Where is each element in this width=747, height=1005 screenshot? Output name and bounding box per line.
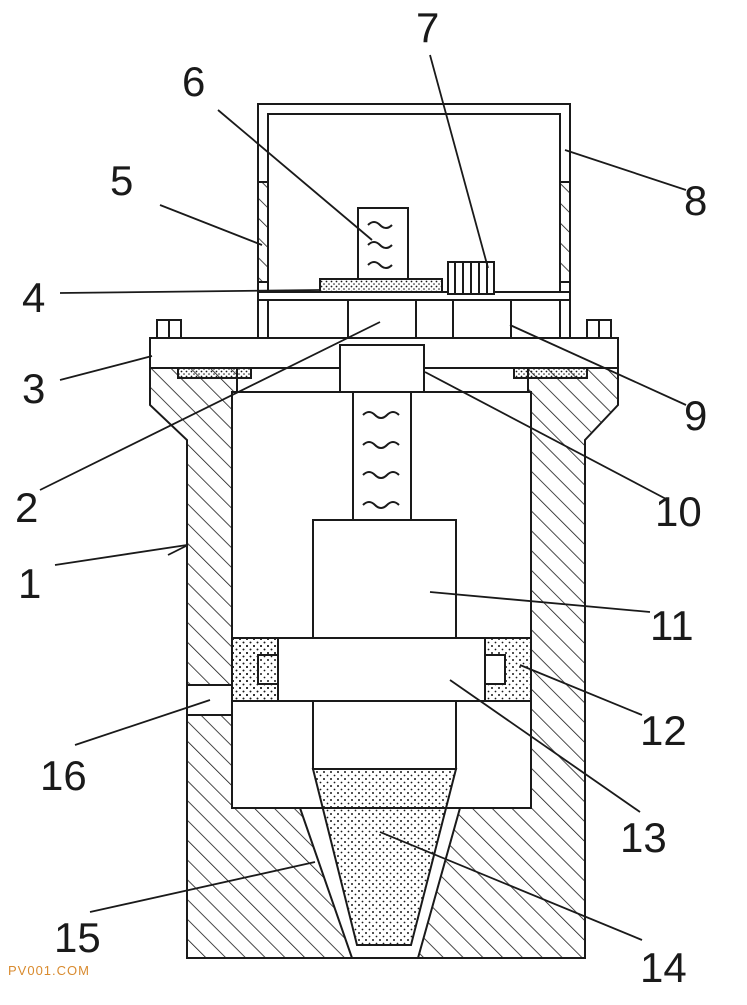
gear-seat [452, 299, 512, 339]
seal-ring-right [513, 367, 588, 379]
shaft-sleeve [312, 700, 457, 770]
large-gear [319, 278, 443, 293]
nut-block [339, 344, 425, 393]
label-13: 13 [620, 814, 667, 861]
label-6: 6 [182, 58, 205, 105]
label-7: 7 [416, 4, 439, 51]
label-3: 3 [22, 365, 45, 412]
label-9: 9 [684, 392, 707, 439]
top-cover [257, 103, 571, 338]
label-15: 15 [54, 914, 101, 961]
label-8: 8 [684, 177, 707, 224]
screw-rod [352, 391, 412, 521]
watermark: PV001.COM [8, 963, 90, 978]
label-2: 2 [15, 484, 38, 531]
seal-ring-left [177, 367, 252, 379]
mounting-plate [257, 291, 571, 301]
label-16: 16 [40, 752, 87, 799]
part-labels: 1 2 3 4 5 6 7 8 9 10 11 12 13 14 15 16 [15, 4, 707, 991]
lower-block [312, 519, 457, 639]
cone-tip [311, 768, 458, 946]
slide-plate [231, 637, 532, 702]
label-10: 10 [655, 488, 702, 535]
label-14: 14 [640, 944, 687, 991]
label-1: 1 [18, 560, 41, 607]
label-4: 4 [22, 274, 45, 321]
label-5: 5 [110, 157, 133, 204]
label-12: 12 [640, 707, 687, 754]
leader-lines [39, 54, 687, 941]
motor [357, 207, 409, 280]
bearing-block [347, 299, 417, 339]
flange-bolts [156, 319, 612, 339]
label-11: 11 [650, 602, 694, 649]
